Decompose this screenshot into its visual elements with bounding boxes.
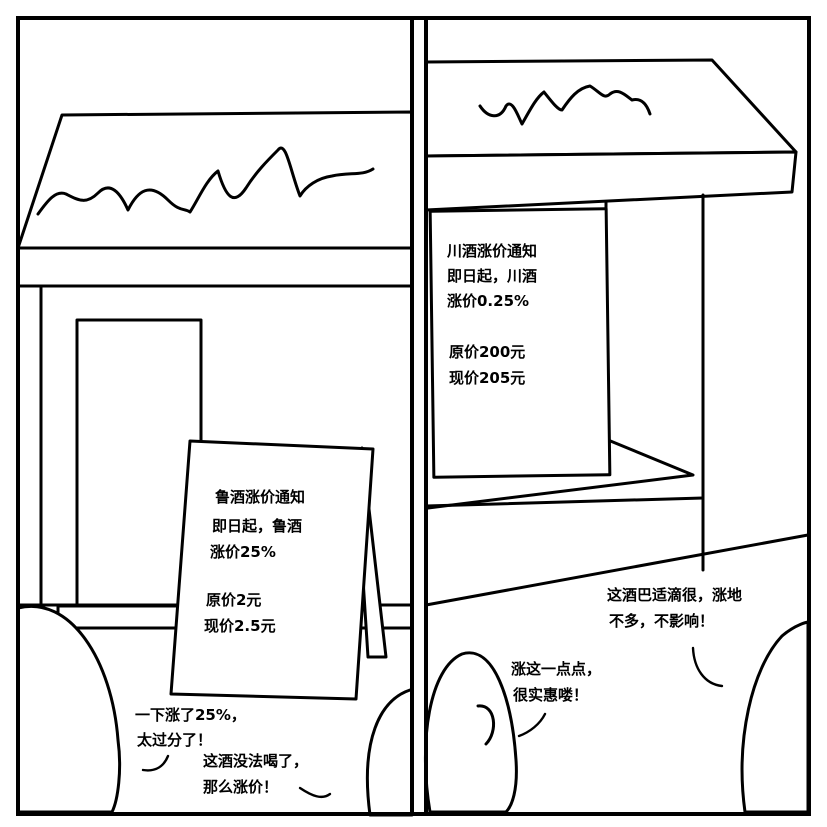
speech-line: 很实惠喽！ bbox=[512, 686, 588, 704]
speech-line: 一下涨了25%， bbox=[135, 706, 246, 724]
left-sign-line: 现价2.5元 bbox=[204, 617, 276, 635]
left-shop-roof bbox=[16, 110, 414, 288]
svg-text:这酒没法喝了， 那么涨价！: 这酒没法喝了， 那么涨价！ bbox=[203, 752, 313, 796]
right-sign-line: 原价200元 bbox=[449, 343, 525, 361]
speech-line: 那么涨价！ bbox=[203, 778, 278, 796]
panel-frames bbox=[16, 16, 811, 816]
right-sign-line: 现价205元 bbox=[449, 369, 525, 387]
right-sign-line: 涨价0.25% bbox=[447, 292, 529, 310]
speech-line: 这酒巴适滴很，涨地 bbox=[607, 586, 742, 604]
left-sign-line: 涨价25% bbox=[210, 543, 276, 561]
speech-line: 太过分了！ bbox=[137, 731, 212, 749]
left-sign-line: 鲁酒涨价通知 bbox=[215, 488, 305, 506]
right-speech-b: 涨这一点点， 很实惠喽！ bbox=[511, 660, 606, 738]
right-panel: 川酒涨价通知 即日起，川酒 涨价0.25% 原价200元 现价205元 这酒巴适… bbox=[423, 58, 810, 814]
svg-text:一下涨了25%， 太过分了！: 一下涨了25%， 太过分了！ bbox=[135, 706, 251, 749]
svg-text:涨这一点点， 很实惠喽！: 涨这一点点， 很实惠喽！ bbox=[511, 660, 606, 704]
left-speech-a: 一下涨了25%， 太过分了！ bbox=[135, 706, 251, 772]
right-onlooker-heads bbox=[423, 620, 810, 814]
left-sign-line: 原价2元 bbox=[206, 591, 261, 609]
right-sign-text: 川酒涨价通知 即日起，川酒 涨价0.25% 原价200元 现价205元 bbox=[446, 242, 542, 387]
speech-line: 不多，不影响！ bbox=[609, 612, 714, 630]
speech-line: 这酒没法喝了， bbox=[203, 752, 308, 770]
left-onlooker-heads bbox=[16, 604, 414, 817]
right-sign-line: 即日起，川酒 bbox=[447, 267, 537, 285]
right-shop-awning bbox=[424, 58, 798, 212]
svg-text:这酒巴适滴很，涨地 不多，不影响！: 这酒巴适滴很，涨地 不多，不影响！ bbox=[607, 586, 747, 630]
speech-line: 涨这一点点， bbox=[511, 660, 601, 678]
left-sign-line: 即日起，鲁酒 bbox=[212, 517, 302, 535]
right-street-line bbox=[424, 533, 810, 607]
right-price-notice: 川酒涨价通知 即日起，川酒 涨价0.25% 原价200元 现价205元 bbox=[428, 207, 612, 479]
left-sign-text: 鲁酒涨价通知 即日起，鲁酒 涨价25% 原价2元 现价2.5元 bbox=[204, 488, 310, 635]
left-price-sign: 鲁酒涨价通知 即日起，鲁酒 涨价25% 原价2元 现价2.5元 bbox=[169, 439, 388, 701]
right-sign-line: 川酒涨价通知 bbox=[446, 242, 537, 260]
right-speech-a: 这酒巴适滴很，涨地 不多，不影响！ bbox=[607, 586, 747, 688]
left-speech-b: 这酒没法喝了， 那么涨价！ bbox=[203, 752, 332, 799]
left-panel: 鲁酒涨价通知 即日起，鲁酒 涨价25% 原价2元 现价2.5元 一下涨了25%，… bbox=[16, 110, 414, 817]
